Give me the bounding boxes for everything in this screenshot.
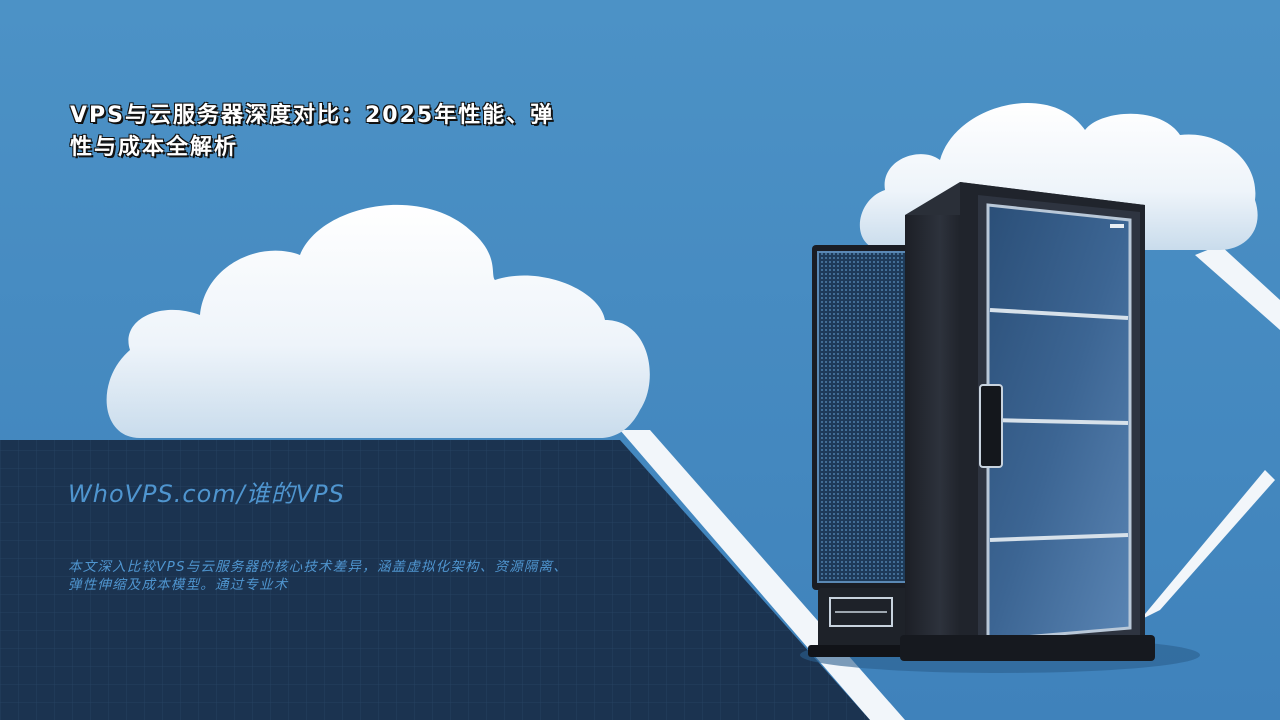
site-brand: WhoVPS.com/谁的VPS bbox=[68, 480, 345, 508]
article-description: 本文深入比较VPS与云服务器的核心技术差异，涵盖虚拟化架构、资源隔离、弹性伸缩及… bbox=[68, 559, 568, 593]
cloud-icon bbox=[106, 204, 650, 438]
server-rack-icon bbox=[900, 182, 1155, 661]
page-title: VPS与云服务器深度对比：2025年性能、弹性与成本全解析 bbox=[70, 103, 555, 160]
server-tower-icon bbox=[808, 245, 923, 657]
